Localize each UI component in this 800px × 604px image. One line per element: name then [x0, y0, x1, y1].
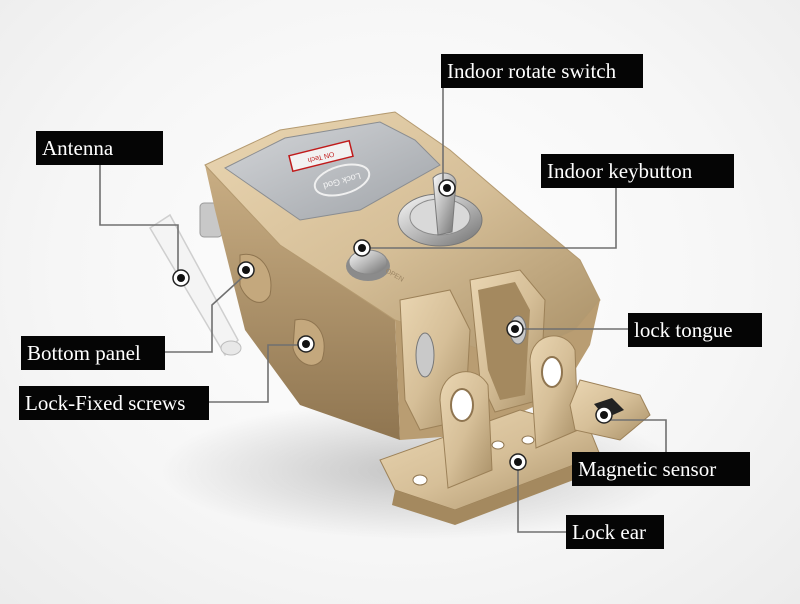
- marker-screws: [297, 335, 315, 353]
- label-lock-tongue: lock tongue: [628, 313, 762, 347]
- product-plate: Lock God ON Tech: [224, 121, 441, 221]
- label-antenna: Antenna: [36, 131, 163, 165]
- marker-sensor: [595, 406, 613, 424]
- label-magnetic-sensor: Magnetic sensor: [572, 452, 750, 486]
- leader-screws: [209, 344, 305, 403]
- leader-antenna: [99, 165, 179, 275]
- antenna-part: [148, 202, 242, 357]
- callout-markers: [172, 179, 613, 471]
- marker-ear: [509, 453, 527, 471]
- marker-keybutton: [353, 239, 371, 257]
- leader-sensor: [604, 419, 667, 452]
- marker-antenna: [172, 269, 190, 287]
- marker-tongue: [506, 320, 524, 338]
- label-indoor-keybutton: Indoor keybutton: [541, 154, 734, 188]
- leader-keybutton: [362, 188, 617, 249]
- label-indoor-rotate-switch: Indoor rotate switch: [441, 54, 643, 88]
- marker-rotate: [438, 179, 456, 197]
- label-lock-ear: Lock ear: [566, 515, 664, 549]
- label-lock-fixed-screws: Lock-Fixed screws: [19, 386, 209, 420]
- marker-bottom: [237, 261, 255, 279]
- lock-ear-part: [379, 335, 601, 525]
- leader-ear: [517, 462, 566, 533]
- label-bottom-panel: Bottom panel: [21, 336, 165, 370]
